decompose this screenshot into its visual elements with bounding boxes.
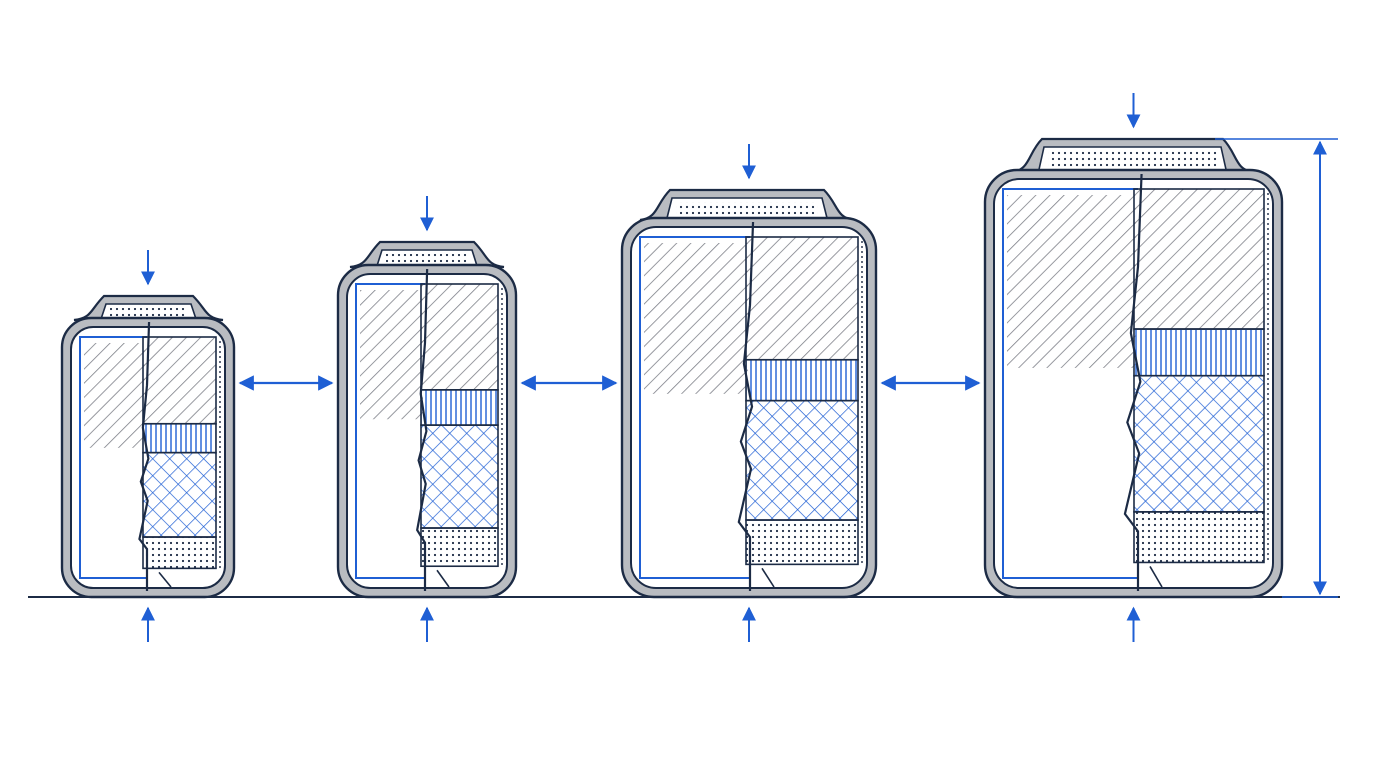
fracture-line	[737, 221, 755, 591]
battery-cell-3	[620, 144, 878, 642]
current-collector-layer	[745, 519, 859, 566]
tab-lead	[158, 571, 172, 588]
cutaway-outline-left	[79, 336, 147, 579]
cathode-layer	[1133, 188, 1265, 330]
current-collector-layer	[142, 536, 217, 570]
cutaway-outline-left	[639, 236, 750, 579]
terminal-vent-dots	[386, 254, 468, 267]
cathode-layer-left	[644, 243, 748, 394]
battery-cell-4	[983, 93, 1284, 642]
tab-lead	[1149, 566, 1163, 588]
separator-layer	[1133, 328, 1265, 377]
terminal-vent-dots	[1048, 151, 1217, 172]
tab-lead	[436, 569, 450, 588]
separator-layer	[420, 389, 499, 426]
tab-lead	[761, 567, 775, 588]
separator-layer	[745, 358, 859, 402]
current-collector-layer	[420, 527, 499, 568]
cathode-layer	[420, 283, 499, 391]
fracture-line	[416, 268, 429, 591]
cathode-layer	[745, 236, 859, 361]
cutaway-outline-left	[355, 283, 425, 579]
cathode-layer	[142, 336, 217, 425]
height-dimension	[1215, 138, 1338, 598]
anode-layer	[1133, 374, 1265, 513]
cathode-layer-left	[1007, 195, 1136, 368]
battery-cell-1	[60, 250, 236, 642]
fracture-line	[138, 321, 151, 591]
cathode-layer-left	[84, 343, 145, 448]
fracture-line	[1123, 173, 1143, 591]
cutaway-outline-left	[1002, 188, 1138, 579]
battery-cell-2	[336, 196, 518, 642]
separator-layer	[142, 422, 217, 454]
anode-layer	[745, 399, 859, 521]
cathode-layer-left	[360, 290, 423, 420]
current-collector-layer	[1133, 511, 1265, 564]
anode-layer	[142, 451, 217, 538]
terminal-vent-dots	[676, 202, 818, 220]
anode-layer	[420, 424, 499, 529]
